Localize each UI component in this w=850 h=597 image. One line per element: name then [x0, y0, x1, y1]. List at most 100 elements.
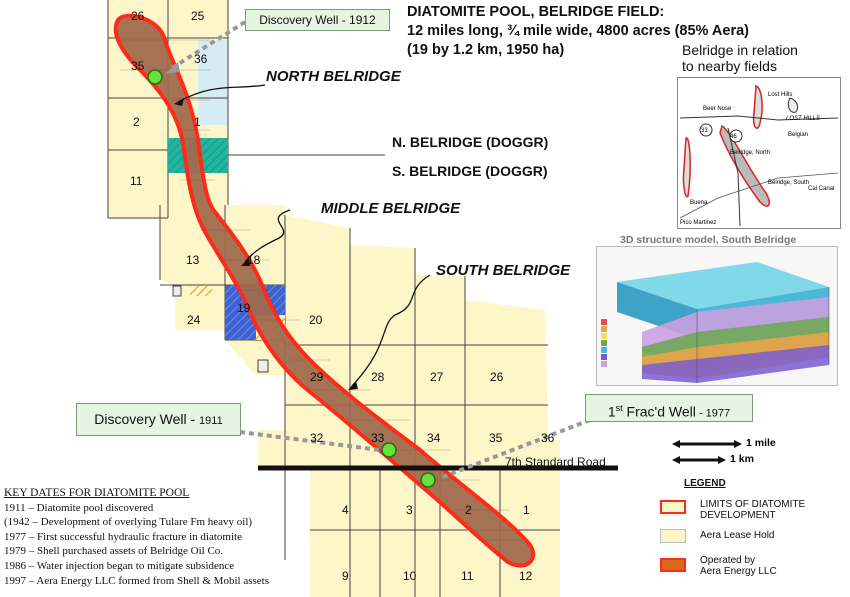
section-label: 4: [342, 503, 349, 517]
key-date-item: 1986 – Water injection began to mitigate…: [4, 559, 235, 572]
legend-item-lease: Aera Lease Hold: [660, 529, 850, 553]
scale-mile-label: 1 mile: [746, 437, 776, 449]
callout-discovery-1911-year: 1911: [199, 415, 223, 427]
discovery-well-1912: [147, 69, 163, 85]
label-north-belridge: NORTH BELRIDGE: [266, 68, 401, 85]
label-south-belridge: SOUTH BELRIDGE: [436, 262, 571, 279]
section-label: 12: [519, 569, 533, 583]
section-label: 2: [133, 115, 140, 129]
model-color-scale: [601, 319, 607, 367]
section-label: 26: [490, 370, 504, 384]
callout-discovery-1912-text: Discovery Well - 1912: [259, 13, 376, 27]
legend-label-line: Aera Lease Hold: [700, 530, 775, 541]
legend-label-operated: Operated by Aera Energy LLC: [700, 555, 777, 577]
legend-label-line: DEVELOPMENT: [700, 510, 776, 521]
key-dates-heading: KEY DATES FOR DIATOMITE POOL: [4, 487, 190, 499]
section-label: 24: [187, 313, 201, 327]
legend-label-lease: Aera Lease Hold: [700, 530, 775, 541]
discovery-well-1911: [381, 442, 397, 458]
legend-item-limits: LIMITS OF DIATOMITE DEVELOPMENT: [660, 499, 850, 524]
legend-item-operated: Operated by Aera Energy LLC: [660, 555, 850, 580]
key-date-item: 1997 – Aera Energy LLC formed from Shell…: [4, 574, 269, 587]
callout-first-fracd-well: 1st Frac'd Well - 1977: [585, 394, 753, 422]
legend-swatch-limits: [660, 500, 686, 514]
section-label: 1: [194, 115, 201, 129]
inset-label: Cal Canal: [808, 186, 834, 192]
section-label: 36: [541, 431, 555, 445]
section-label: 20: [309, 313, 323, 327]
section-label: 33: [371, 431, 385, 445]
inset-caption-line-2: to nearby fields: [682, 58, 777, 74]
section-label: 13: [186, 253, 200, 267]
section-label: 1: [523, 503, 530, 517]
legend-swatch-operated: [660, 558, 686, 572]
label-middle-belridge: MIDDLE BELRIDGE: [321, 200, 461, 217]
section-label: 35: [489, 431, 503, 445]
inset-caption-line-1: Belridge in relation: [682, 42, 798, 58]
section-label: 36: [194, 52, 208, 66]
pool-hatch: [120, 39, 530, 541]
legend-label-line: LIMITS OF DIATOMITE: [700, 499, 806, 510]
section-label: 3: [406, 503, 413, 517]
inset-label: Belridge, North: [730, 150, 770, 156]
section-label: 29: [310, 370, 324, 384]
section-label: 35: [131, 59, 145, 73]
inset-caption: Belridge in relation to nearby fields: [682, 42, 798, 74]
map-title: DIATOMITE POOL, BELRIDGE FIELD: 12 miles…: [407, 3, 749, 60]
section-label: 11: [130, 174, 143, 188]
hatched-lease-2: [190, 286, 212, 296]
callout-discovery-1912: Discovery Well - 1912: [245, 9, 390, 31]
callout-discovery-1911-text: Discovery Well -: [94, 411, 200, 427]
label-n-belridge-doggr: N. BELRIDGE (DOGGR): [392, 134, 549, 150]
section-label: 25: [191, 9, 205, 23]
structure-model-drawing: [601, 262, 830, 383]
legend-label-line: Aera Energy LLC: [700, 566, 777, 577]
section-label: 34: [427, 431, 441, 445]
first-fracd-well: [420, 472, 436, 488]
inset-label: Belridge, South: [768, 180, 809, 186]
title-line-3: (19 by 1.2 km, 1950 ha): [407, 42, 565, 58]
key-date-item: 1977 – First successful hydraulic fractu…: [4, 530, 242, 543]
section-label: 11: [461, 569, 474, 583]
frac-label: Frac'd Well: [622, 403, 696, 420]
legend-title: LEGEND: [684, 478, 726, 489]
frac-prefix: 1: [607, 403, 616, 420]
section-label: 28: [371, 370, 385, 384]
inset-map-drawing: 46 33 Lost Hills LOST HILLS Beer Nose Be…: [679, 84, 839, 227]
key-dates: KEY DATES FOR DIATOMITE POOL 1911 – Diat…: [4, 486, 269, 588]
scale-km-label: 1 km: [730, 453, 754, 465]
key-date-item: 1979 – Shell purchased assets of Belridg…: [4, 545, 224, 558]
callout-discovery-1911: Discovery Well - 1911: [76, 403, 241, 436]
section-label: 32: [310, 431, 324, 445]
key-date-item: 1911 – Diatomite pool discovered: [4, 501, 154, 514]
legend-label-line: Operated by: [700, 555, 756, 566]
scale-bars: [676, 442, 738, 462]
section-label: 2: [465, 503, 472, 517]
legend-swatch-lease: [660, 529, 686, 543]
section-numbers: 26 25 35 36 2 1 11 13 18 19 24 20 29 28 …: [130, 9, 555, 583]
inset-label: 46: [730, 134, 737, 140]
inset-label: Buena: [690, 200, 708, 206]
label-s-belridge-doggr: S. BELRIDGE (DOGGR): [392, 163, 548, 179]
section-label: 26: [131, 9, 145, 23]
legend: LEGEND LIMITS OF DIATOMITE DEVELOPMENT A…: [660, 478, 805, 577]
section-label: 9: [342, 569, 349, 583]
inset-label: 33: [701, 128, 708, 134]
section-label: 27: [430, 370, 444, 384]
road-label: 7th Standard Road: [505, 455, 606, 469]
inset-label: Pico Martinez: [680, 220, 716, 226]
section-label: 19: [237, 301, 251, 315]
title-line-2: 12 miles long, ¾ mile wide, 4800 acres (…: [407, 23, 749, 39]
legend-label-limits: LIMITS OF DIATOMITE DEVELOPMENT: [700, 499, 805, 521]
title-line-1: DIATOMITE POOL, BELRIDGE FIELD:: [407, 4, 665, 20]
inset-label: Lost Hills: [768, 92, 792, 98]
section-label: 10: [403, 569, 417, 583]
inset-label: Belgian: [788, 132, 808, 138]
key-date-item: (1942 – Development of overlying Tulare …: [4, 516, 253, 529]
section-label: 18: [247, 253, 261, 267]
inset-label: Beer Nose: [703, 106, 732, 112]
inset-map: 46 33 Lost Hills LOST HILLS Beer Nose Be…: [677, 77, 841, 229]
frac-sup: st: [615, 403, 623, 413]
model-caption: 3D structure model, South Belridge: [620, 234, 797, 246]
